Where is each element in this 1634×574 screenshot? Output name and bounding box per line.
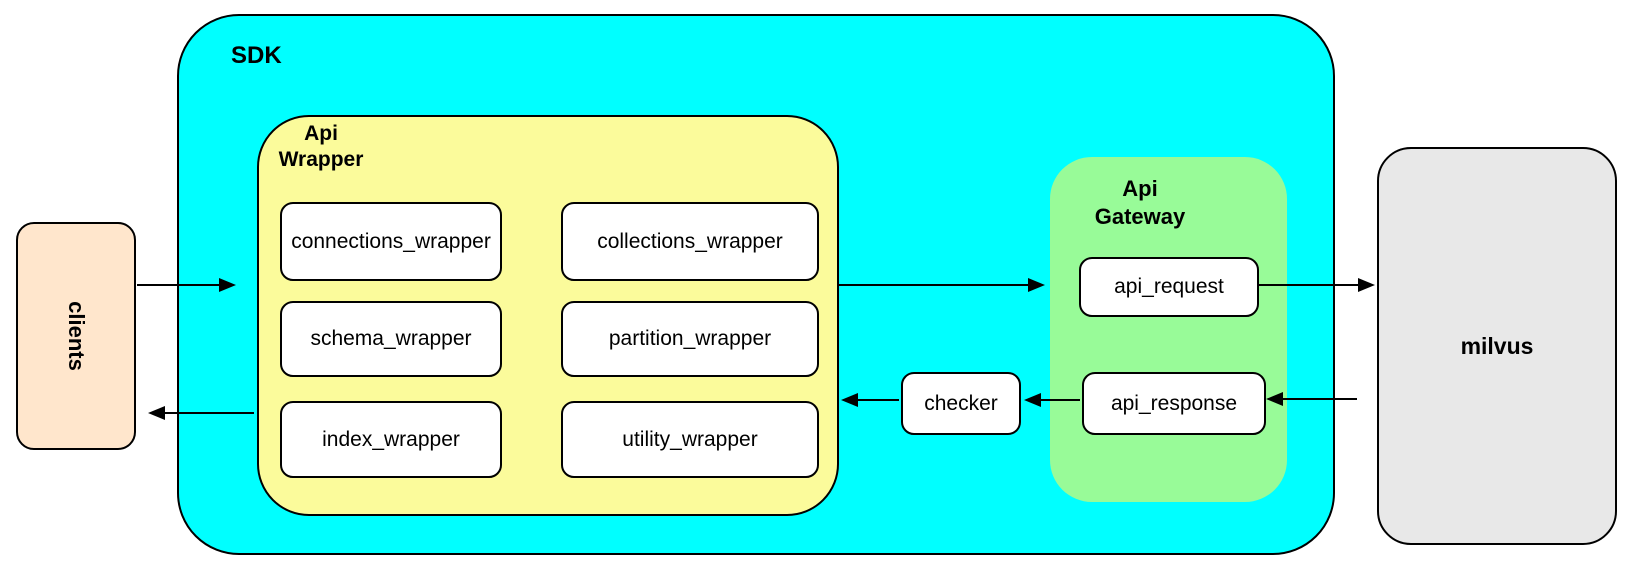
api-wrapper-label-line2: Wrapper [278,148,364,172]
schema-wrapper-node[interactable]: schema_wrapper [280,301,502,377]
arrow-line [1041,399,1080,401]
connections-wrapper-label: connections_wrapper [291,229,491,253]
index-wrapper-node[interactable]: index_wrapper [280,401,502,478]
checker-node[interactable]: checker [901,372,1021,435]
index-wrapper-label: index_wrapper [322,427,460,451]
collections-wrapper-node[interactable]: collections_wrapper [561,202,819,281]
arrow-line [1257,284,1358,286]
api-request-label: api_request [1114,275,1224,298]
sdk-label: SDK [231,42,282,69]
sdk-container[interactable]: SDK Api Wrapper connections_wrapper coll… [177,14,1335,555]
arrow-line [1283,398,1357,400]
arrowhead-right-icon [1028,278,1045,292]
arrowhead-left-icon [148,406,165,420]
milvus-node[interactable]: milvus [1377,147,1617,545]
arrow-line [137,284,219,286]
collections-wrapper-label: collections_wrapper [597,229,783,253]
milvus-label: milvus [1460,332,1534,359]
arrow-line [838,284,1028,286]
api-wrapper-label-line1: Api [304,122,338,145]
partition-wrapper-label: partition_wrapper [608,327,772,350]
api-gateway-label-line1: Api [1122,176,1158,201]
clients-node[interactable]: clients [16,222,136,450]
api-response-node[interactable]: api_response [1082,372,1266,435]
partition-wrapper-node[interactable]: partition_wrapper [561,301,819,377]
schema-wrapper-label: schema_wrapper [310,327,472,350]
connections-wrapper-node[interactable]: connections_wrapper [280,202,502,281]
clients-label: clients [63,301,89,371]
api-request-node[interactable]: api_request [1079,257,1259,317]
utility-wrapper-node[interactable]: utility_wrapper [561,401,819,478]
arrow-line [858,399,899,401]
arrowhead-right-icon [1358,278,1375,292]
arrowhead-left-icon [1024,393,1041,407]
arrowhead-left-icon [841,393,858,407]
api-wrapper-container[interactable]: Api Wrapper connections_wrapper collecti… [257,115,839,516]
arrowhead-right-icon [219,278,236,292]
arrow-line [165,412,254,414]
checker-label: checker [924,391,998,415]
utility-wrapper-label: utility_wrapper [622,427,758,451]
api-gateway-label: Api Gateway [1085,175,1195,230]
api-gateway-container[interactable]: Api Gateway api_request api_response [1050,157,1287,502]
api-wrapper-label: Api Wrapper [271,121,371,174]
api-gateway-label-line2: Gateway [1094,203,1186,229]
api-response-label: api_response [1110,391,1238,415]
arrowhead-left-icon [1266,392,1283,406]
